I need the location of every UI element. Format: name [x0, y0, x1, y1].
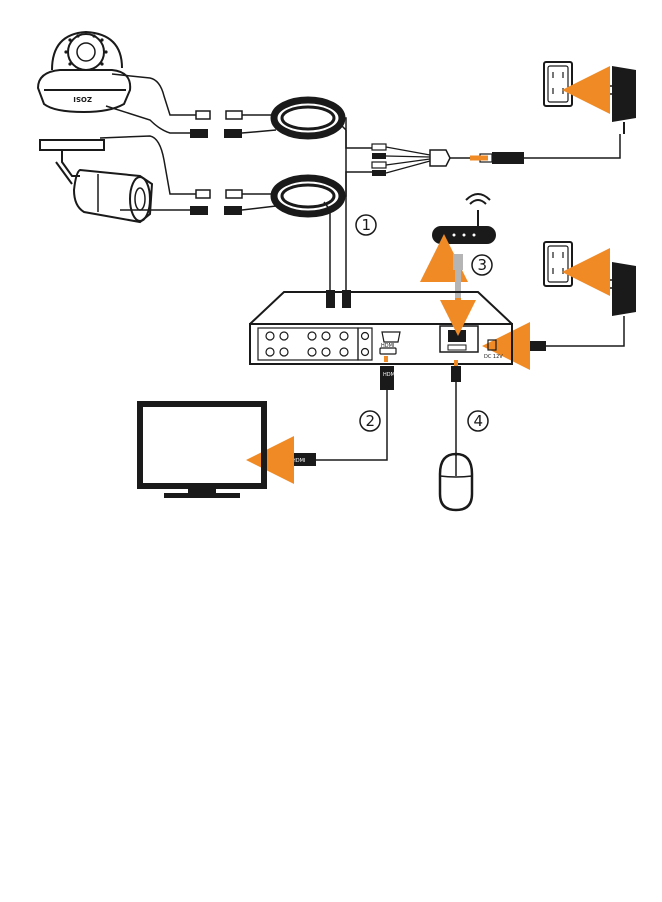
- step-number-2: 2: [366, 412, 376, 430]
- usb-mouse-cable: [451, 366, 461, 456]
- power-adapter-icon: [606, 66, 636, 134]
- dome-camera-icon: ZOSI: [38, 32, 130, 112]
- camera-cable-1: [106, 74, 276, 138]
- cable-coil-2: [274, 178, 342, 214]
- dvr-power-cable: [546, 316, 624, 346]
- mouse-icon: [440, 454, 472, 510]
- dvr-power-plug: [516, 341, 546, 351]
- wifi-router-icon: [432, 194, 496, 244]
- dvr-dc-label: DC 12V: [484, 354, 503, 360]
- hdmi-plug-label: HDMI: [383, 372, 396, 378]
- step-number-1: 1: [362, 216, 372, 234]
- dvr-recorder-icon: HDMI DC 12V: [250, 292, 512, 364]
- hdmi-cable: HDMI HDMI: [288, 366, 396, 466]
- brand-logo: ZOSI: [73, 95, 92, 103]
- step-marker-2: 2: [360, 411, 380, 431]
- dvr-hdmi-port-label: HDMI: [381, 343, 394, 349]
- step-number-3: 3: [478, 256, 488, 274]
- network-cable-connector: [453, 254, 463, 270]
- wall-outlet-icon: [544, 242, 572, 286]
- hdmi-plug-label: HDMI: [292, 458, 305, 464]
- cable-coil-1: [274, 100, 342, 136]
- step-marker-4: 4: [468, 411, 488, 431]
- step-marker-1: 1: [356, 215, 376, 235]
- step-marker-3: 3: [472, 255, 492, 275]
- power-adapter-icon: [606, 262, 636, 316]
- bnc-connector-1: [326, 290, 335, 308]
- step-number-4: 4: [474, 412, 484, 430]
- wall-outlet-icon: [544, 62, 572, 106]
- monitor-icon: [140, 404, 264, 498]
- bnc-connector-2: [342, 290, 351, 308]
